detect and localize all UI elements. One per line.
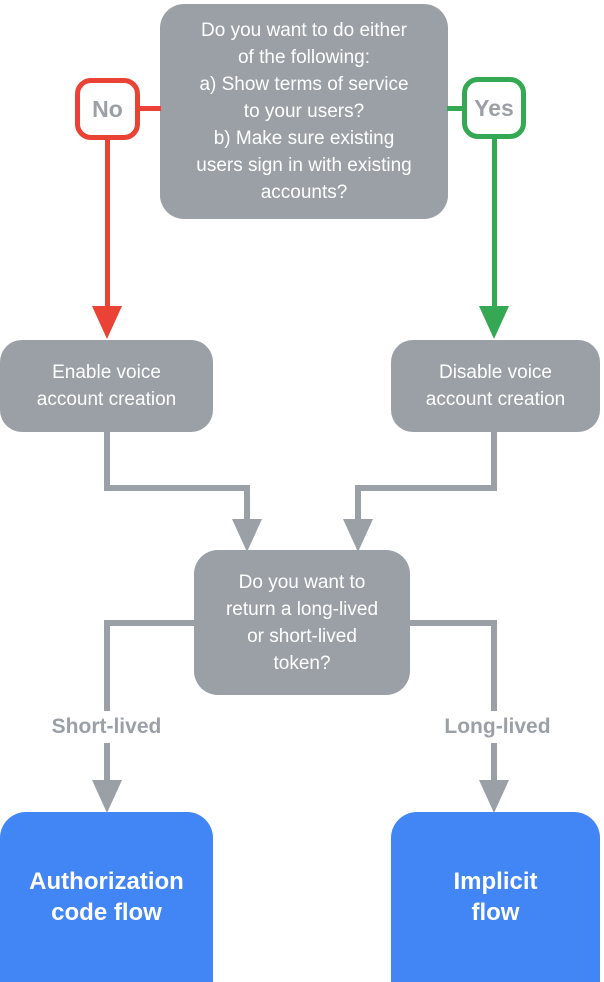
node-question-token: Do you want to return a long-lived or sh… — [194, 550, 410, 695]
arrowhead-down-gray-right-icon — [343, 519, 373, 552]
connector-no-horizontal — [139, 106, 161, 111]
arrowhead-down-gray-implicit-icon — [479, 780, 509, 813]
connector-enable-across — [104, 485, 250, 491]
arrowhead-down-gray-auth-icon — [92, 780, 122, 813]
connector-longlived-across — [410, 620, 497, 626]
node-question-terms-text: Do you want to do either of the followin… — [196, 20, 412, 203]
connector-disable-drop — [355, 485, 361, 522]
node-implicit-flow-text: Implicit flow — [453, 868, 538, 926]
connector-no-vertical — [105, 138, 110, 308]
badge-yes-label: Yes — [474, 94, 514, 121]
label-short-lived-text: Short-lived — [51, 715, 162, 738]
connector-enable-down — [104, 431, 110, 491]
node-disable-voice-account-creation: Disable voice account creation — [391, 340, 600, 432]
connector-disable-down — [491, 431, 497, 491]
node-disable-text: Disable voice account creation — [425, 362, 566, 410]
arrowhead-down-red-icon — [92, 306, 122, 339]
badge-no: No — [75, 78, 140, 140]
label-long-lived-text: Long-lived — [444, 715, 551, 738]
connector-shortlived-across — [104, 620, 194, 626]
node-enable-text: Enable voice account creation — [36, 362, 177, 410]
connector-disable-across — [355, 485, 497, 491]
label-long-lived: Long-lived — [411, 711, 584, 743]
node-enable-voice-account-creation: Enable voice account creation — [0, 340, 213, 432]
connector-longlived-down — [491, 620, 497, 782]
badge-no-label: No — [92, 95, 123, 122]
arrowhead-down-gray-left-icon — [232, 519, 262, 552]
node-authorization-code-flow: Authorization code flow — [0, 812, 213, 982]
node-implicit-flow: Implicit flow — [391, 812, 600, 982]
node-question-terms: Do you want to do either of the followin… — [160, 4, 448, 219]
connector-shortlived-down — [104, 620, 110, 782]
arrowhead-down-green-icon — [479, 306, 509, 339]
connector-yes-horizontal — [447, 106, 463, 111]
node-authorization-code-flow-text: Authorization code flow — [29, 868, 184, 926]
node-question-token-text: Do you want to return a long-lived or sh… — [225, 571, 379, 674]
label-short-lived: Short-lived — [20, 711, 193, 743]
connector-yes-vertical — [492, 137, 497, 308]
connector-enable-drop — [244, 485, 250, 522]
badge-yes: Yes — [462, 77, 526, 139]
